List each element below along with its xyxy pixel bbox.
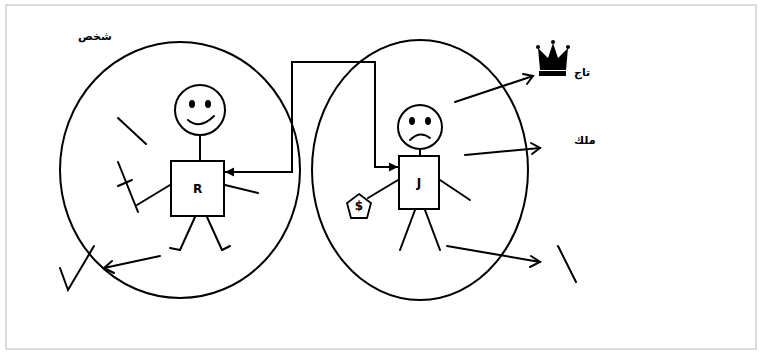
slash-mark	[558, 246, 576, 282]
frame	[6, 5, 756, 349]
check-mark	[60, 246, 94, 290]
crown-label: تاج	[574, 66, 590, 79]
money-bag: $	[346, 193, 372, 219]
leader-line	[118, 118, 146, 144]
body-box: R	[170, 160, 225, 217]
node-text: R	[193, 183, 202, 195]
node-text: $	[355, 200, 363, 212]
king-label: ملك	[574, 134, 596, 147]
figures	[60, 40, 576, 300]
person-label: شخص	[78, 30, 112, 43]
right-circle	[312, 40, 528, 300]
crown-icon	[536, 40, 570, 76]
double-arrow	[225, 62, 398, 177]
left-circle	[60, 42, 300, 298]
body-box: J	[398, 155, 440, 210]
node-text: J	[417, 177, 421, 189]
